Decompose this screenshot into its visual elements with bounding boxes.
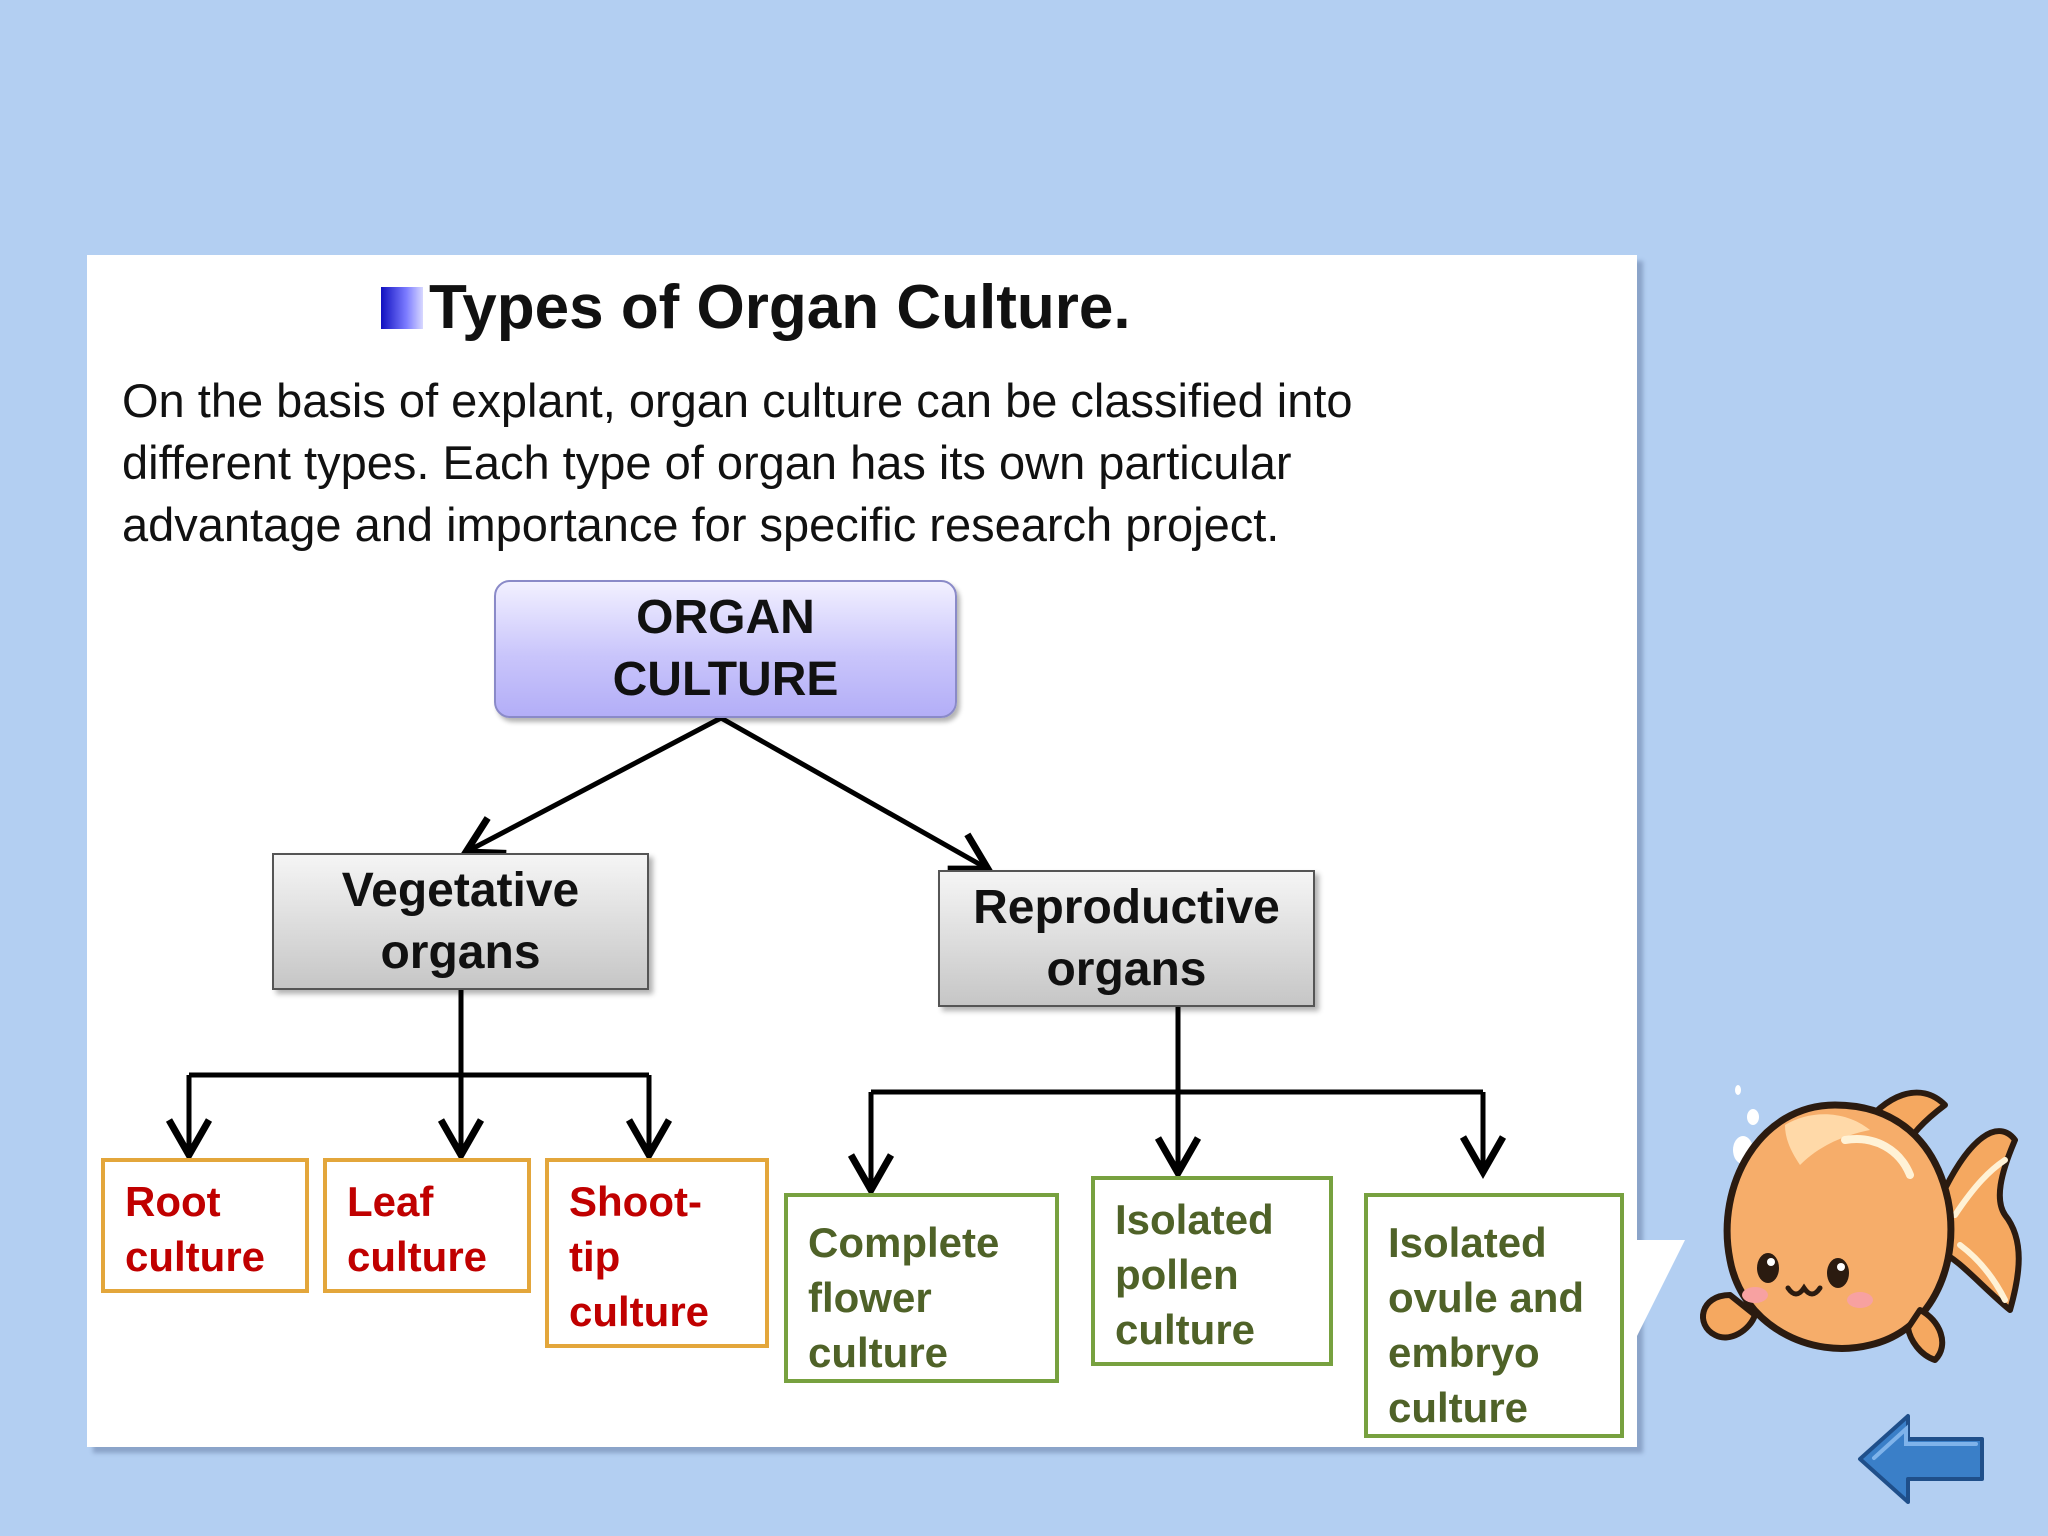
node-line: Isolated xyxy=(1388,1219,1547,1266)
intro-line: different types. Each type of organ has … xyxy=(122,436,1292,489)
node-line: embryo xyxy=(1388,1329,1540,1376)
node-line: tip xyxy=(569,1233,621,1280)
root-culture-node: Root culture xyxy=(101,1158,309,1293)
reproductive-organs-node: Reproductive organs xyxy=(938,870,1315,1007)
node-line: culture xyxy=(125,1233,266,1280)
node-line: culture xyxy=(1388,1384,1529,1431)
node-line: organs xyxy=(380,925,541,979)
node-line: Isolated xyxy=(1115,1196,1274,1243)
vegetative-organs-node: Vegetative organs xyxy=(272,853,649,990)
node-line: Reproductive xyxy=(973,880,1280,934)
node-line: culture xyxy=(347,1233,488,1280)
goldfish-mascot-icon xyxy=(1700,1085,2022,1363)
node-line: organs xyxy=(1046,942,1207,996)
node-line: ovule and xyxy=(1388,1274,1585,1321)
arrow-root-to-reproductive xyxy=(719,715,995,873)
node-line: Root xyxy=(125,1178,221,1225)
node-line: culture xyxy=(1115,1306,1256,1353)
leaf-culture-node: Leaf culture xyxy=(323,1158,531,1293)
node-line: culture xyxy=(569,1288,710,1335)
node-line: Leaf xyxy=(347,1178,434,1225)
shoot-tip-culture-node: Shoot- tip culture xyxy=(545,1158,769,1348)
speech-callout-tail xyxy=(1630,1240,1685,1350)
node-line: Vegetative xyxy=(341,863,580,917)
square-bullet-icon xyxy=(381,286,423,329)
complete-flower-culture-node: Complete flower culture xyxy=(784,1193,1059,1383)
organ-culture-node: ORGAN CULTURE xyxy=(494,580,957,718)
intro-paragraph: On the basis of explant, organ culture c… xyxy=(122,370,1542,556)
node-line: flower xyxy=(808,1274,932,1321)
node-line: pollen xyxy=(1115,1251,1239,1298)
isolated-ovule-embryo-culture-node: Isolated ovule and embryo culture xyxy=(1364,1193,1624,1438)
node-line: Complete xyxy=(808,1219,1000,1266)
node-line: ORGAN xyxy=(636,591,815,644)
back-arrow-icon[interactable] xyxy=(1856,1412,1986,1506)
intro-line: advantage and importance for specific re… xyxy=(122,498,1280,551)
slide-title-text: Types of Organ Culture. xyxy=(429,273,1131,342)
isolated-pollen-culture-node: Isolated pollen culture xyxy=(1091,1176,1333,1366)
node-line: CULTURE xyxy=(612,653,839,706)
node-line: Shoot- xyxy=(569,1178,702,1225)
slide-title: Types of Organ Culture. xyxy=(381,272,1131,343)
intro-line: On the basis of explant, organ culture c… xyxy=(122,374,1353,427)
node-line: culture xyxy=(808,1329,949,1376)
arrow-root-to-vegetative xyxy=(459,715,723,857)
